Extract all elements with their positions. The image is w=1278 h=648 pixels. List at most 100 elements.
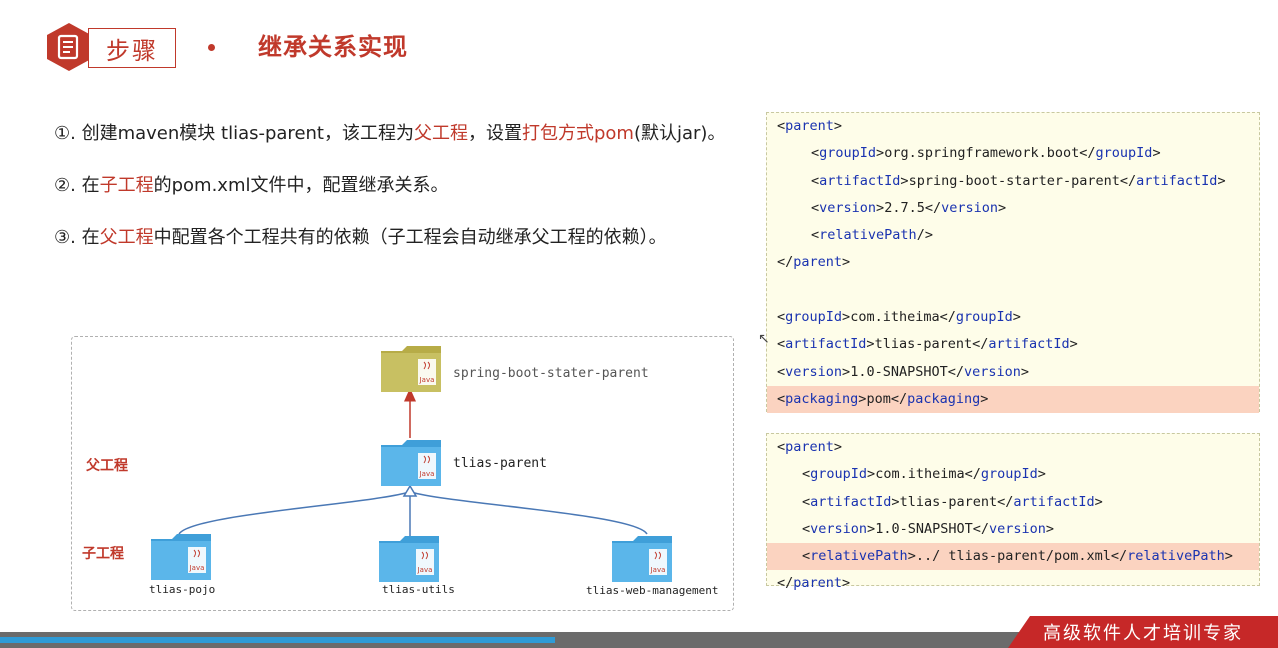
bullet-dot: [208, 44, 215, 51]
video-progress-track[interactable]: [0, 632, 1278, 648]
xml-value: com.itheima: [850, 309, 940, 326]
step-text: 的pom.xml文件中，配置继承关系。: [153, 175, 449, 196]
step-text: (默认jar)。: [633, 123, 726, 144]
xml-tag: parent: [793, 575, 843, 592]
xml-value: tlias-parent: [899, 493, 998, 510]
xml-tag: parent: [793, 254, 843, 271]
xml-value: tlias-parent: [874, 336, 973, 353]
xml-tag: groupId: [819, 145, 877, 162]
child-project-label: 子工程: [82, 546, 124, 562]
xml-tag: groupId: [785, 309, 843, 326]
step-number: ②.: [54, 175, 82, 196]
folder-label-web: tlias-web-management: [586, 584, 719, 597]
code-block-child: <parent> <groupId>com.itheima</groupId> <a…: [767, 434, 1259, 598]
code-line: <relativePath/>: [811, 227, 933, 244]
xml-tag: artifactId: [810, 493, 892, 510]
step-text: 在: [81, 175, 100, 196]
xml-tag: parent: [785, 439, 834, 455]
inherit-curve-web: [410, 491, 648, 535]
xml-tag: version: [810, 520, 868, 537]
folder-badge: Java: [650, 566, 666, 574]
xml-value: ../ tlias-parent/pom.xml: [915, 548, 1111, 565]
xml-tag: groupId: [1095, 145, 1153, 162]
xml-tag: version: [941, 199, 998, 216]
code-line: <artifactId>tlias-parent</artifactId>: [777, 336, 1078, 353]
step-number: ③.: [54, 227, 82, 248]
code-line: <packaging>pom</packaging>: [767, 385, 1259, 414]
folder-badge: Java: [417, 566, 433, 574]
xml-tag: parent: [785, 118, 834, 134]
xml-tag: relativePath: [819, 227, 917, 244]
parent-pom-code: <parent> <groupId>org.springframework.boo…: [766, 112, 1260, 414]
xml-tag: relativePath: [810, 548, 908, 565]
step-highlight: 子工程: [99, 175, 154, 196]
folder-icon-web: Java: [612, 536, 672, 582]
folder-label-top: spring-boot-stater-parent: [453, 366, 649, 381]
code-line: <groupId>org.springframework.boot</group…: [811, 145, 1161, 162]
step-text: 中配置各个工程共有的依赖（子工程会自动继承父工程的依赖）。: [153, 227, 667, 248]
xml-tag: groupId: [810, 466, 868, 483]
inherit-arrowhead: [402, 484, 418, 497]
code-line: <version>1.0-SNAPSHOT</version>: [802, 520, 1055, 537]
xml-tag: groupId: [955, 309, 1013, 326]
brand-banner: 高级软件人才培训专家: [1008, 616, 1278, 648]
step-text: 在: [81, 227, 100, 248]
code-block-parent: <parent> <groupId>org.springframework.boo…: [767, 113, 1259, 414]
xml-value: 2.7.5: [884, 199, 925, 216]
folder-badge: Java: [189, 564, 205, 572]
xml-value: spring-boot-starter-parent: [908, 172, 1120, 189]
xml-tag: relativePath: [1127, 548, 1225, 565]
page-title: 继承关系实现: [258, 33, 408, 61]
folder-badge: Java: [419, 376, 435, 384]
step-highlight: 打包方式pom: [521, 123, 634, 144]
step-highlight: 父工程: [413, 123, 468, 144]
xml-tag: groupId: [980, 466, 1038, 483]
xml-tag: version: [785, 363, 843, 380]
mouse-cursor-icon: ↖: [758, 331, 770, 347]
xml-value: com.itheima: [875, 466, 965, 483]
step-hexagon-icon: [47, 23, 91, 71]
child-pom-code: <parent> <groupId>com.itheima</groupId> <a…: [766, 433, 1260, 591]
xml-value: org.springframework.boot: [884, 145, 1080, 162]
step-2: ②. 在子工程的pom.xml文件中，配置继承关系。: [54, 173, 448, 199]
code-line: [767, 277, 1259, 304]
folder-icon-pojo: Java: [151, 534, 211, 580]
inheritance-diagram: [71, 336, 734, 611]
step-3: ③. 在父工程中配置各个工程共有的依赖（子工程会自动继承父工程的依赖）。: [54, 225, 667, 251]
code-line: <version>2.7.5</version>: [811, 199, 1007, 216]
code-line: <artifactId>spring-boot-starter-parent</…: [811, 172, 1226, 189]
xml-tag: artifactId: [785, 336, 867, 353]
folder-label-pojo: tlias-pojo: [149, 583, 216, 596]
diagram-connectors: [178, 388, 648, 536]
step-number: ①.: [54, 123, 82, 144]
code-line: <groupId>com.itheima</groupId>: [777, 309, 1021, 326]
xml-tag: artifactId: [988, 336, 1070, 353]
xml-value: 1.0-SNAPSHOT: [850, 363, 948, 380]
folder-label-parent: tlias-parent: [453, 456, 547, 471]
code-line: </parent>: [777, 254, 851, 271]
brand-text: 高级软件人才培训专家: [1043, 623, 1243, 644]
xml-tag: packaging: [907, 390, 981, 407]
code-line: <parent>: [777, 118, 843, 134]
folder-icon-parent: Java: [381, 440, 441, 486]
code-line: <version>1.0-SNAPSHOT</version>: [777, 363, 1030, 380]
code-line: <artifactId>tlias-parent</artifactId>: [802, 493, 1103, 510]
code-line: <parent>: [777, 439, 843, 455]
folder-icon-top: Java: [381, 346, 441, 392]
parent-project-label: 父工程: [86, 458, 128, 474]
xml-tag: packaging: [785, 390, 859, 407]
code-line: <groupId>com.itheima</groupId>: [802, 466, 1046, 483]
xml-tag: artifactId: [1013, 493, 1095, 510]
code-line: <relativePath>../ tlias-parent/pom.xml</…: [767, 543, 1259, 571]
step-text: ，设置: [467, 123, 522, 144]
xml-tag: artifactId: [1136, 172, 1218, 189]
folder-badge: Java: [419, 470, 435, 478]
code-line: </parent>: [777, 575, 851, 592]
xml-tag: version: [819, 199, 877, 216]
xml-value: 1.0-SNAPSHOT: [875, 520, 973, 537]
xml-tag: version: [989, 520, 1046, 537]
step-text: 创建maven模块 tlias-parent，该工程为: [81, 123, 414, 144]
folder-icon-utils: Java: [379, 536, 439, 582]
inherit-curve-pojo: [178, 491, 410, 535]
xml-tag: artifactId: [819, 172, 901, 189]
